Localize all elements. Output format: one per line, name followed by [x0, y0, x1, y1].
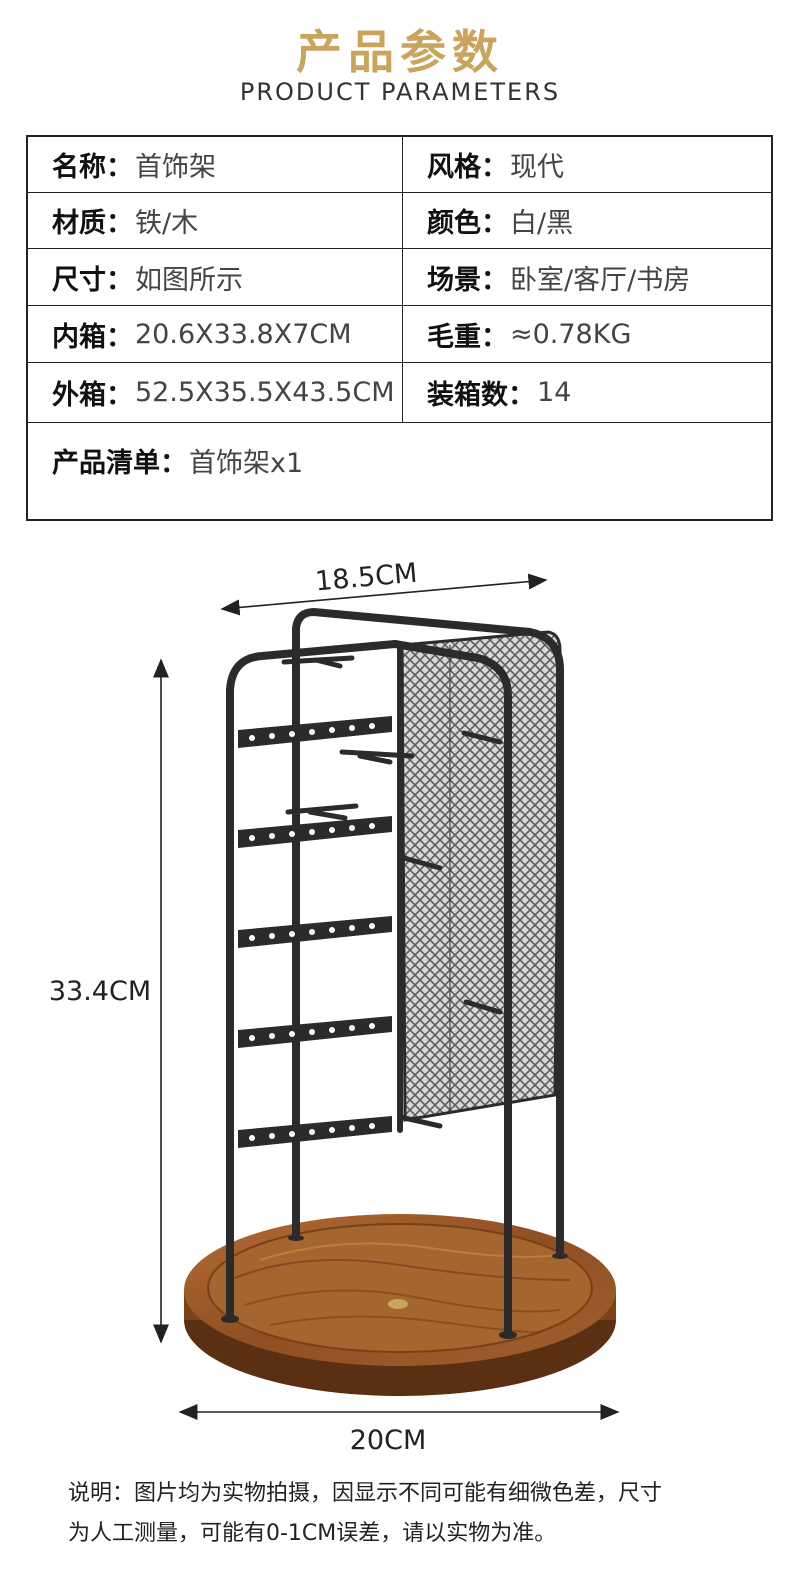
spec-label: 毛重：	[427, 321, 508, 353]
product-illustration: 18.5CM 33.4CM 20CM	[49, 558, 620, 1450]
spec-value: 首饰架	[135, 152, 216, 183]
spec-row: 材质：铁/木 颜色：白/黑	[28, 193, 771, 249]
spec-label: 尺寸：	[52, 264, 133, 296]
spec-value: 52.5X35.5X43.5CM	[135, 377, 395, 408]
spec-cell-material: 材质：铁/木	[28, 193, 403, 248]
spec-row-list: 产品清单：首饰架x1	[28, 423, 771, 519]
spec-label: 外箱：	[52, 380, 133, 411]
spec-row: 名称：首饰架 风格：现代	[28, 137, 771, 193]
page-subtitle: PRODUCT PARAMETERS	[239, 78, 561, 106]
spec-cell-size: 尺寸：如图所示	[28, 249, 403, 305]
spec-label: 场景：	[427, 264, 508, 296]
spec-cell-color: 颜色：白/黑	[403, 193, 771, 248]
spec-value: 现代	[510, 152, 564, 183]
height-label: 33.4CM	[49, 976, 151, 1007]
front-frame	[221, 640, 568, 1339]
note-line-1: 说明：图片均为实物拍摄，因显示不同可能有细微色差，尺寸	[68, 1481, 663, 1506]
spec-row: 内箱：20.6X33.8X7CM 毛重：≈0.78KG	[28, 306, 771, 363]
spec-cell-style: 风格：现代	[403, 137, 771, 192]
back-frame	[292, 607, 564, 1257]
spec-label: 装箱数：	[427, 380, 535, 411]
spec-cell-inner-box: 内箱：20.6X33.8X7CM	[28, 306, 403, 362]
spec-label: 风格：	[427, 152, 508, 183]
spec-row: 外箱：52.5X35.5X43.5CM 装箱数：14	[28, 363, 771, 423]
spec-value: 铁/木	[135, 208, 199, 239]
spec-cell-outer-box: 外箱：52.5X35.5X43.5CM	[28, 363, 403, 422]
spec-value: 卧室/客厅/书房	[510, 264, 691, 296]
hooks	[281, 655, 503, 1129]
spec-value: 白/黑	[510, 208, 574, 239]
disclaimer-note: 说明：图片均为实物拍摄，因显示不同可能有细微色差，尺寸 为人工测量，可能有0-1…	[68, 1474, 768, 1554]
spec-label: 内箱：	[52, 321, 133, 353]
width-dimension-line	[220, 573, 548, 616]
spec-row: 尺寸：如图所示 场景：卧室/客厅/书房	[28, 249, 771, 306]
mesh-panel	[400, 630, 562, 1122]
base-screw-icon	[388, 1299, 408, 1309]
spec-label: 产品清单：	[52, 448, 187, 479]
earring-bars	[238, 716, 392, 1148]
spec-label: 名称：	[52, 152, 133, 183]
spec-cell-name: 名称：首饰架	[28, 137, 403, 192]
spec-value: 14	[537, 377, 572, 408]
spec-value: 20.6X33.8X7CM	[135, 318, 352, 350]
spec-cell-package-list: 产品清单：首饰架x1	[28, 423, 771, 519]
spec-cell-pack-count: 装箱数：14	[403, 363, 771, 422]
spec-label: 颜色：	[427, 208, 508, 239]
spec-cell-weight: 毛重：≈0.78KG	[403, 306, 771, 362]
note-line-2: 为人工测量，可能有0-1CM误差，请以实物为准。	[68, 1521, 557, 1546]
spec-cell-scene: 场景：卧室/客厅/书房	[403, 249, 771, 305]
spec-value: 如图所示	[135, 264, 243, 296]
width-label: 18.5CM	[314, 558, 419, 598]
page-title: 产品参数	[296, 25, 504, 79]
spec-table: 名称：首饰架 风格：现代 材质：铁/木 颜色：白/黑 尺寸：如图所示 场景：卧室…	[26, 135, 773, 521]
base-label: 20CM	[350, 1425, 427, 1450]
spec-value: ≈0.78KG	[510, 318, 632, 350]
spec-value: 首饰架x1	[189, 448, 304, 479]
spec-label: 材质：	[52, 208, 133, 239]
wooden-base	[184, 1214, 616, 1396]
